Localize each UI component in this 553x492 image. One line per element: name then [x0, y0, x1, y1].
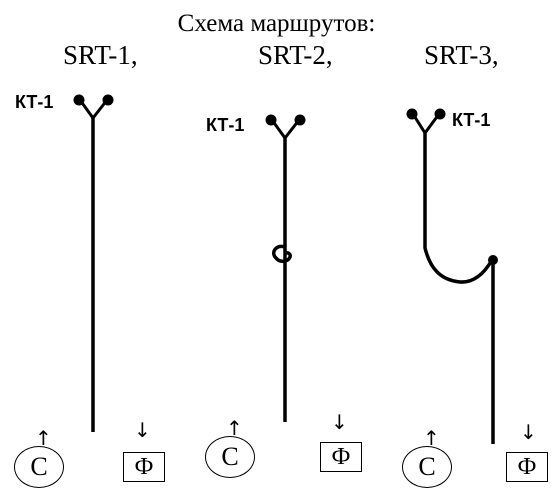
- route-2-start-symbol: C: [221, 442, 239, 471]
- route-1-start-marker-left: [73, 94, 85, 106]
- route-2-label: SRT-2,: [258, 40, 333, 70]
- route-2-start-marker-right: [294, 114, 306, 126]
- route-1-finish-box: Ф: [123, 452, 165, 482]
- route-3-path: [406, 108, 498, 444]
- route-2-loop: [272, 244, 292, 263]
- route-1-start-circle: C: [14, 446, 64, 488]
- route-3-finish-box: Ф: [506, 452, 548, 482]
- diagram-title: Схема маршрутов:: [177, 10, 376, 37]
- route-1-finish-arrow: ↓: [134, 418, 151, 442]
- route-1-start-arrow: ↑: [35, 426, 52, 450]
- route-3-finish-arrow: ↓: [520, 420, 537, 444]
- route-1-start-symbol: C: [30, 452, 48, 481]
- route-3-start-marker-left: [406, 108, 418, 120]
- route-1-start-marker-right: [102, 94, 114, 106]
- route-3-junction-point: [488, 255, 498, 265]
- route-1-start-label: КТ-1: [15, 92, 54, 112]
- route-1-label: SRT-1,: [63, 40, 138, 70]
- route-2-finish-arrow: ↓: [331, 410, 348, 434]
- route-3-finish-symbol: Ф: [517, 453, 537, 480]
- route-1-finish-symbol: Ф: [134, 453, 154, 480]
- route-3-start-arrow: ↑: [423, 426, 440, 450]
- route-2-start-circle: C: [205, 436, 255, 478]
- route-3-start-circle: C: [402, 446, 452, 488]
- route-1-path: [73, 94, 114, 432]
- route-2-finish-box: Ф: [320, 442, 362, 472]
- route-3-start-label: КТ-1: [452, 110, 491, 130]
- route-2-start-label: КТ-1: [206, 115, 245, 135]
- route-2-path: [265, 114, 306, 422]
- route-3-start-symbol: C: [418, 452, 436, 481]
- route-2-start-arrow: ↑: [226, 416, 243, 440]
- route-2-finish-symbol: Ф: [331, 443, 351, 470]
- route-3-start-marker-right: [434, 108, 446, 120]
- route-3-label: SRT-3,: [424, 40, 499, 70]
- route-2-start-marker-left: [265, 114, 277, 126]
